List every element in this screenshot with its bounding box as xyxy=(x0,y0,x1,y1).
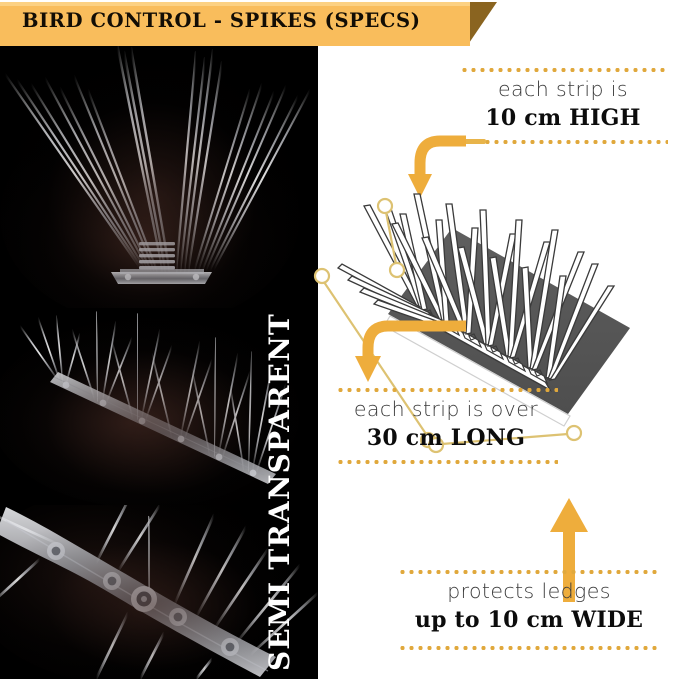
width-callout-rule-bottom xyxy=(398,646,660,650)
width-callout: protects ledges up to 10 cm WIDE xyxy=(388,579,670,633)
length-callout-rule-bottom xyxy=(336,460,558,464)
height-callout-line1: each strip is xyxy=(498,77,628,101)
width-measure-line xyxy=(427,424,583,454)
width-callout-line2: up to 10 cm WIDE xyxy=(414,606,644,633)
width-callout-line1: protects ledges xyxy=(447,579,611,603)
ledge-slab xyxy=(388,228,630,414)
height-callout-rule-top xyxy=(460,68,668,72)
photo-spike-strip-base-closeup xyxy=(0,505,318,679)
height-arrow-icon xyxy=(408,135,466,198)
width-arrow-icon xyxy=(550,498,588,602)
header-ribbon: BIRD CONTROL - SPIKES (SPECS) xyxy=(0,0,498,48)
length-callout-line1: each strip is over xyxy=(353,397,539,421)
isometric-diagram xyxy=(313,193,630,454)
length-callout: each strip is over 30 cm LONG xyxy=(326,397,566,451)
photo-spike-strip-angled xyxy=(0,308,318,505)
length-callout-rule-top xyxy=(336,388,558,392)
ribbon-band xyxy=(0,2,470,46)
height-callout-rule-solid xyxy=(448,139,486,144)
length-arrow-icon xyxy=(355,320,466,382)
length-callout-line2: 30 cm LONG xyxy=(366,424,526,451)
width-callout-rule-top xyxy=(398,570,660,574)
spec-callout-area: each strip is 10 cm HIGH xyxy=(313,46,679,679)
semi-transparent-label: SEMI TRANSPARENT xyxy=(263,312,296,671)
height-measure-line xyxy=(376,197,406,279)
spike-strip-end-on-art xyxy=(0,46,318,308)
photo-spike-strip-end-on xyxy=(0,46,318,308)
ribbon-highlight xyxy=(0,2,470,6)
page-title: BIRD CONTROL - SPIKES (SPECS) xyxy=(22,9,421,32)
ribbon-fold-shadow xyxy=(467,2,497,46)
height-callout-rule-bottom xyxy=(483,140,668,144)
height-callout: each strip is 10 cm HIGH xyxy=(448,77,678,131)
product-photo-panel: SEMI TRANSPARENT xyxy=(0,46,318,679)
height-callout-line2: 10 cm HIGH xyxy=(485,104,641,131)
